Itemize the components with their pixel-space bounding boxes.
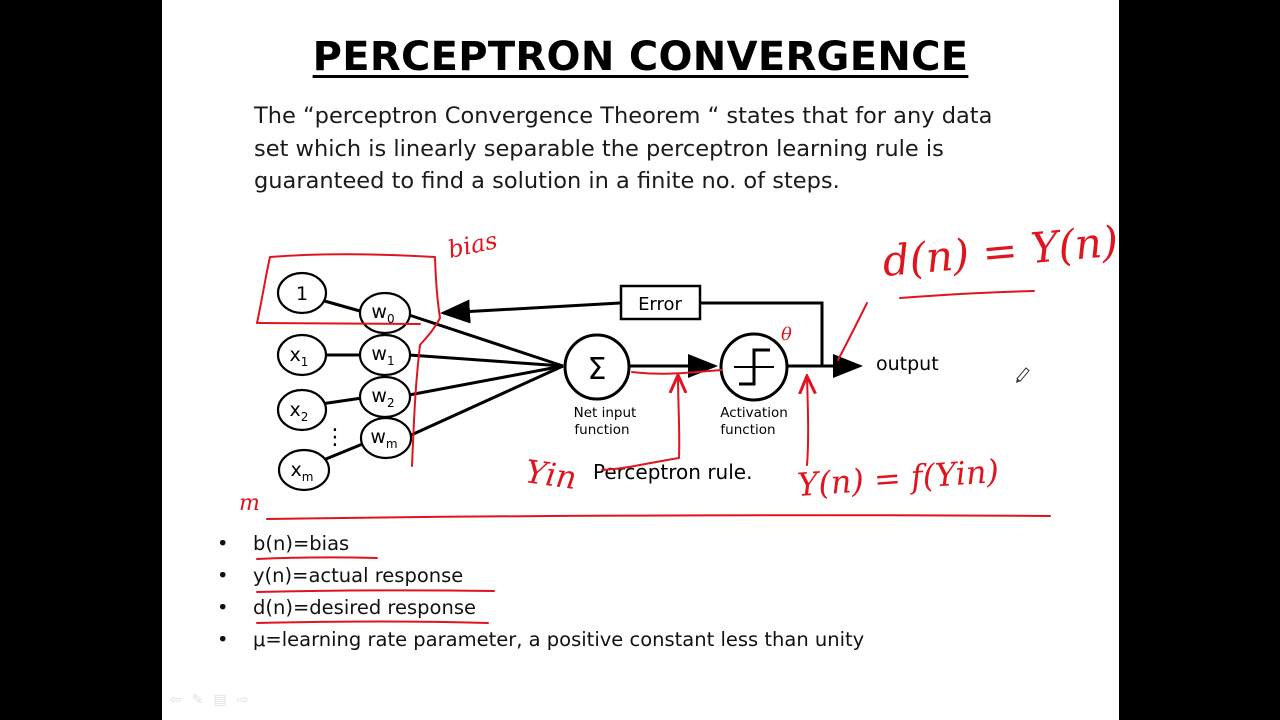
handwritten-annotations bbox=[256, 253, 1051, 624]
definition-text: b(n)=bias bbox=[253, 532, 350, 555]
perceptron-diagram: 1 x1 x2 xm w0 w1 w2 wm ⋮ Σ Net input fun… bbox=[239, 217, 1119, 624]
sum-node bbox=[563, 333, 631, 401]
yin-annotation: Yin bbox=[523, 452, 579, 497]
definition-item: • b(n)=bias bbox=[217, 528, 864, 560]
yin-curve bbox=[631, 369, 723, 375]
net-input-label: function bbox=[574, 422, 629, 438]
slideshow-controls: ⇦ ✎ ▤ ⇨ bbox=[170, 692, 248, 708]
intro-line: set which is linearly separable the perc… bbox=[254, 135, 944, 162]
ellipsis: ⋮ bbox=[324, 425, 346, 450]
output-tick bbox=[837, 302, 868, 361]
slide-title: PERCEPTRON CONVERGENCE bbox=[312, 34, 969, 80]
bias-annotation: bias bbox=[445, 226, 499, 264]
input-weight-link bbox=[320, 441, 366, 463]
bullet-underline bbox=[256, 556, 378, 560]
output-label: output bbox=[876, 353, 939, 375]
bias-bracket bbox=[256, 253, 441, 467]
input-label: x2 bbox=[290, 399, 309, 424]
error-label: Error bbox=[638, 294, 682, 315]
input-node-bias bbox=[276, 271, 328, 315]
pencil-cursor-icon bbox=[1015, 367, 1030, 384]
diagram-caption: Perceptron rule. bbox=[593, 460, 752, 484]
dn-equation-annotation: d(n) = Y(n) bbox=[881, 217, 1119, 286]
weight-sum-link bbox=[408, 313, 564, 368]
input-label: x1 bbox=[290, 344, 309, 369]
definition-item: • μ=learning rate parameter, a positive c… bbox=[217, 624, 864, 656]
bias-underline bbox=[256, 322, 421, 325]
slide: PERCEPTRON CONVERGENCE The “perceptron C… bbox=[162, 0, 1119, 720]
pen-tool-icon[interactable]: ✎ bbox=[191, 692, 204, 708]
input-label: xm bbox=[291, 459, 314, 484]
activation-label: function bbox=[720, 422, 775, 438]
definition-item: • d(n)=desired response bbox=[217, 592, 864, 624]
input-node bbox=[277, 448, 331, 492]
error-to-weights-arrow bbox=[440, 299, 621, 324]
weight-label: w2 bbox=[371, 385, 394, 410]
bullet-icon: • bbox=[217, 628, 229, 651]
weight-label: w0 bbox=[371, 301, 394, 326]
definition-item: • y(n)=actual response bbox=[217, 560, 864, 592]
feedback-line bbox=[700, 301, 824, 366]
dn-underline bbox=[899, 290, 1035, 299]
error-box bbox=[619, 284, 702, 321]
yn-equation-annotation: Y(n) = f(Yin) bbox=[796, 452, 1000, 504]
slide-menu-icon[interactable]: ▤ bbox=[213, 692, 227, 708]
bullet-underline bbox=[256, 620, 489, 624]
input-node bbox=[276, 333, 328, 377]
definition-text: d(n)=desired response bbox=[253, 596, 476, 619]
bullet-icon: • bbox=[217, 596, 229, 619]
previous-slide-icon[interactable]: ⇦ bbox=[170, 692, 182, 708]
theta-annotation: θ bbox=[781, 324, 792, 345]
sum-symbol: Σ bbox=[588, 352, 607, 387]
weight-sum-link bbox=[408, 353, 564, 368]
separator-line bbox=[266, 514, 1051, 520]
intro-line: The “perceptron Convergence Theorem “ st… bbox=[254, 103, 993, 129]
step-function-icon bbox=[734, 348, 774, 386]
definition-text: y(n)=actual response bbox=[253, 564, 464, 587]
definitions-list: • b(n)=bias • y(n)=actual response • d(n)=d… bbox=[217, 528, 864, 656]
input-label: 1 bbox=[296, 283, 308, 305]
net-input-label: Net input bbox=[574, 405, 637, 421]
weight-sum-link bbox=[408, 364, 564, 397]
definition-text: μ=learning rate parameter, a positive co… bbox=[253, 628, 865, 651]
bullet-underline bbox=[256, 589, 495, 593]
bullet-icon: • bbox=[217, 564, 229, 587]
weight-node bbox=[359, 416, 413, 460]
bullet-icon: • bbox=[217, 532, 229, 555]
yn-arrow bbox=[807, 378, 808, 466]
next-slide-icon[interactable]: ⇨ bbox=[236, 692, 249, 708]
weight-label: wm bbox=[370, 426, 397, 451]
weight-label: w1 bbox=[371, 343, 394, 368]
yin-arrow bbox=[601, 377, 679, 471]
m-annotation: m bbox=[239, 491, 260, 516]
intro-line: guaranteed to find a solution in a finit… bbox=[254, 168, 840, 194]
intro-paragraph: The “perceptron Convergence Theorem “ st… bbox=[254, 100, 1054, 198]
weight-sum-link bbox=[408, 364, 564, 438]
weight-node bbox=[358, 333, 412, 377]
activation-label: Activation bbox=[720, 405, 788, 421]
input-weight-link bbox=[320, 396, 363, 406]
input-node bbox=[276, 388, 328, 432]
